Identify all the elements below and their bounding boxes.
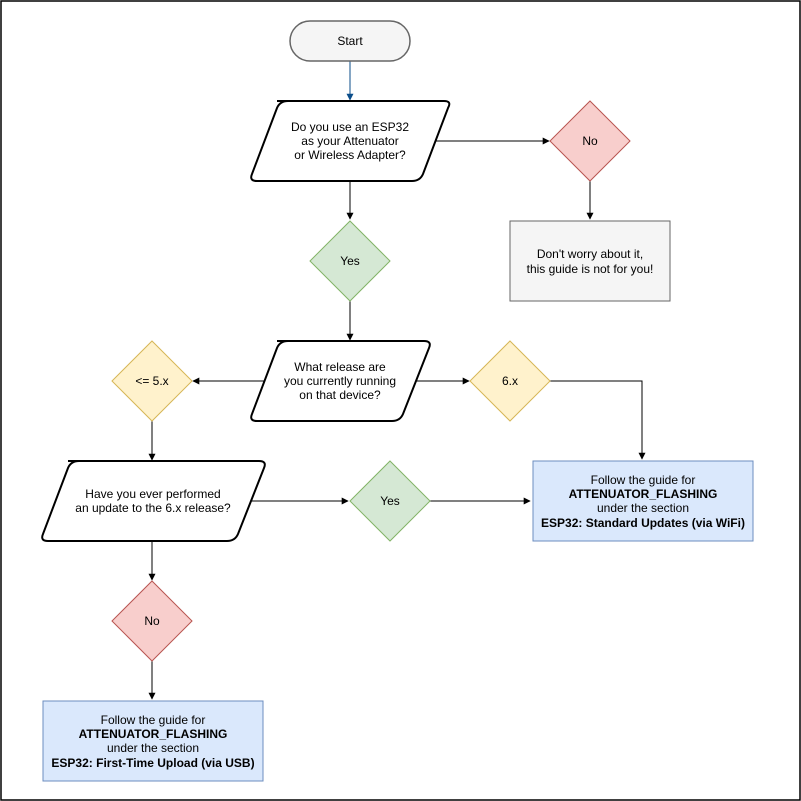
decision-no-top-label: No: [582, 134, 598, 148]
question-esp32-line-2: as your Attenuator: [301, 134, 398, 148]
standard-update-line-3: under the section: [597, 501, 689, 515]
question-release-line-3: on that device?: [299, 388, 381, 402]
standard-update-line-1: Follow the guide for: [591, 473, 696, 487]
question-esp32-node: Do you use an ESP32 as your Attenuator o…: [250, 100, 451, 182]
first-upload-line-1: Follow the guide for: [101, 713, 206, 727]
first-upload-line-3: under the section: [107, 741, 199, 755]
question-update-line-2: an update to the 6.x release?: [75, 501, 231, 515]
decision-no-top: No: [549, 100, 631, 182]
decision-6x-label: 6.x: [502, 374, 518, 388]
standard-update-box: Follow the guide for ATTENUATOR_FLASHING…: [532, 460, 754, 542]
start-label: Start: [337, 34, 363, 48]
first-upload-line-4: ESP32: First-Time Upload (via USB): [51, 756, 254, 770]
start-node: Start: [289, 20, 411, 62]
decision-yes-mid: Yes: [349, 460, 431, 542]
question-update-line-1: Have you ever performed: [85, 487, 220, 501]
question-esp32-line-1: Do you use an ESP32: [291, 120, 409, 134]
decision-yes-top-label: Yes: [340, 254, 360, 268]
not-for-you-line-1: Don't worry about it,: [537, 247, 643, 261]
decision-yes-mid-label: Yes: [380, 494, 400, 508]
question-esp32-line-3: or Wireless Adapter?: [294, 148, 406, 162]
decision-6x: 6.x: [469, 340, 551, 422]
decision-no-bottom: No: [111, 580, 193, 662]
question-release-line-1: What release are: [294, 360, 386, 374]
question-release-line-2: you currently running: [284, 374, 396, 388]
standard-update-line-4: ESP32: Standard Updates (via WiFi): [541, 516, 745, 530]
decision-no-bottom-label: No: [144, 614, 160, 628]
question-release-node: What release are you currently running o…: [250, 340, 431, 422]
decision-le5: <= 5.x: [111, 340, 193, 422]
connector-6x-to-standard-update: [550, 380, 646, 460]
first-upload-box: Follow the guide for ATTENUATOR_FLASHING…: [42, 700, 264, 782]
not-for-you-line-2: this guide is not for you!: [527, 262, 654, 276]
decision-yes-top: Yes: [309, 220, 391, 302]
not-for-you-box: Don't worry about it, this guide is not …: [509, 220, 671, 302]
question-update-node: Have you ever performed an update to the…: [41, 460, 266, 542]
standard-update-line-2: ATTENUATOR_FLASHING: [569, 487, 718, 501]
decision-le5-label: <= 5.x: [135, 374, 168, 388]
first-upload-line-2: ATTENUATOR_FLASHING: [79, 727, 228, 741]
